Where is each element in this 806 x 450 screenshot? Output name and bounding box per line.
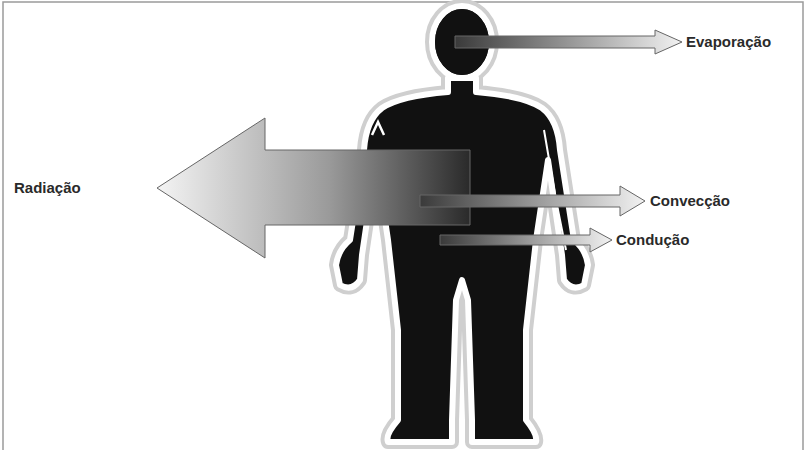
process-label: Radiação [14,179,81,197]
radiation-arrow [157,118,470,258]
frame-border [3,2,803,450]
convection-arrow [420,186,645,216]
conduction-arrow [440,228,612,252]
body-highlight [372,122,384,135]
body [336,78,588,442]
body-halo [336,78,588,442]
process-label: Convecção [650,192,730,210]
process-label: Evaporação [686,33,771,51]
evaporation-arrow [455,30,682,54]
arm-highlight [544,130,566,250]
process-label: Condução [616,231,689,249]
